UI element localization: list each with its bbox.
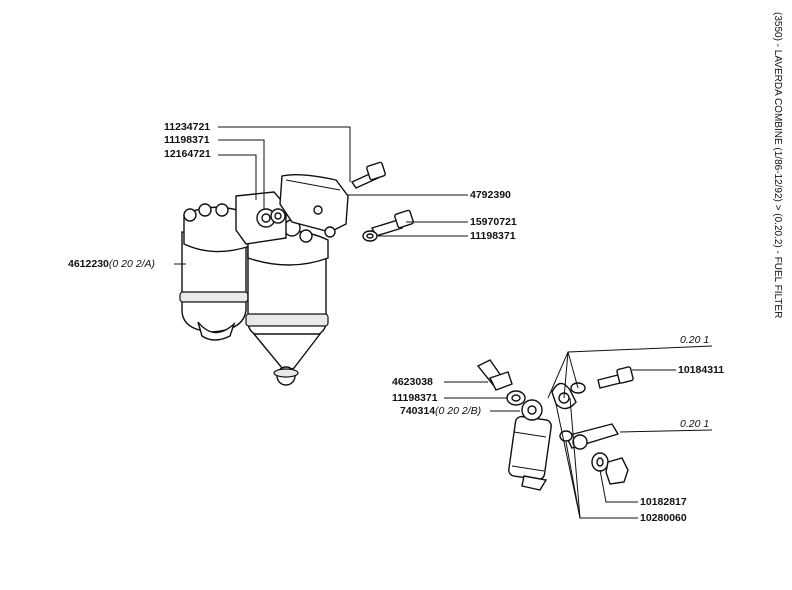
- part-label-10280060[interactable]: 10280060: [640, 512, 687, 524]
- part-number: 4612230: [68, 258, 109, 270]
- part-label-10182817[interactable]: 10182817: [640, 496, 687, 508]
- part-label-11198371-b[interactable]: 11198371: [470, 230, 516, 242]
- part-label-740314[interactable]: 740314(0 20 2/B): [400, 405, 481, 417]
- part-ref: (0 20 2/A): [108, 258, 155, 270]
- diagram-title: (3550) - LAVERDA COMBINE (1/86-12/92) > …: [772, 12, 783, 319]
- reference-label-top[interactable]: 0.20 1: [680, 334, 710, 346]
- part-label-11198371-c[interactable]: 11198371: [392, 392, 438, 404]
- double-filter-assembly: [179, 161, 414, 386]
- part-label-4792390[interactable]: 4792390: [470, 189, 511, 201]
- part-number: 740314: [400, 405, 436, 417]
- part-label-11198371[interactable]: 11198371: [164, 134, 210, 146]
- part-label-10184311[interactable]: 10184311: [678, 364, 725, 376]
- reference-label-mid[interactable]: 0.20 1: [680, 418, 710, 430]
- part-label-12164721[interactable]: 12164721: [164, 148, 211, 160]
- part-label-4623038[interactable]: 4623038: [392, 376, 433, 388]
- leader-lines: [174, 126, 713, 519]
- part-label-11234721[interactable]: 11234721: [164, 121, 211, 133]
- part-ref: (0 20 2/B): [435, 405, 482, 417]
- part-label-4612230[interactable]: 4612230(0 20 2/A): [68, 258, 155, 270]
- part-label-15970721[interactable]: 15970721: [470, 216, 517, 228]
- small-filter-assembly: [476, 359, 634, 491]
